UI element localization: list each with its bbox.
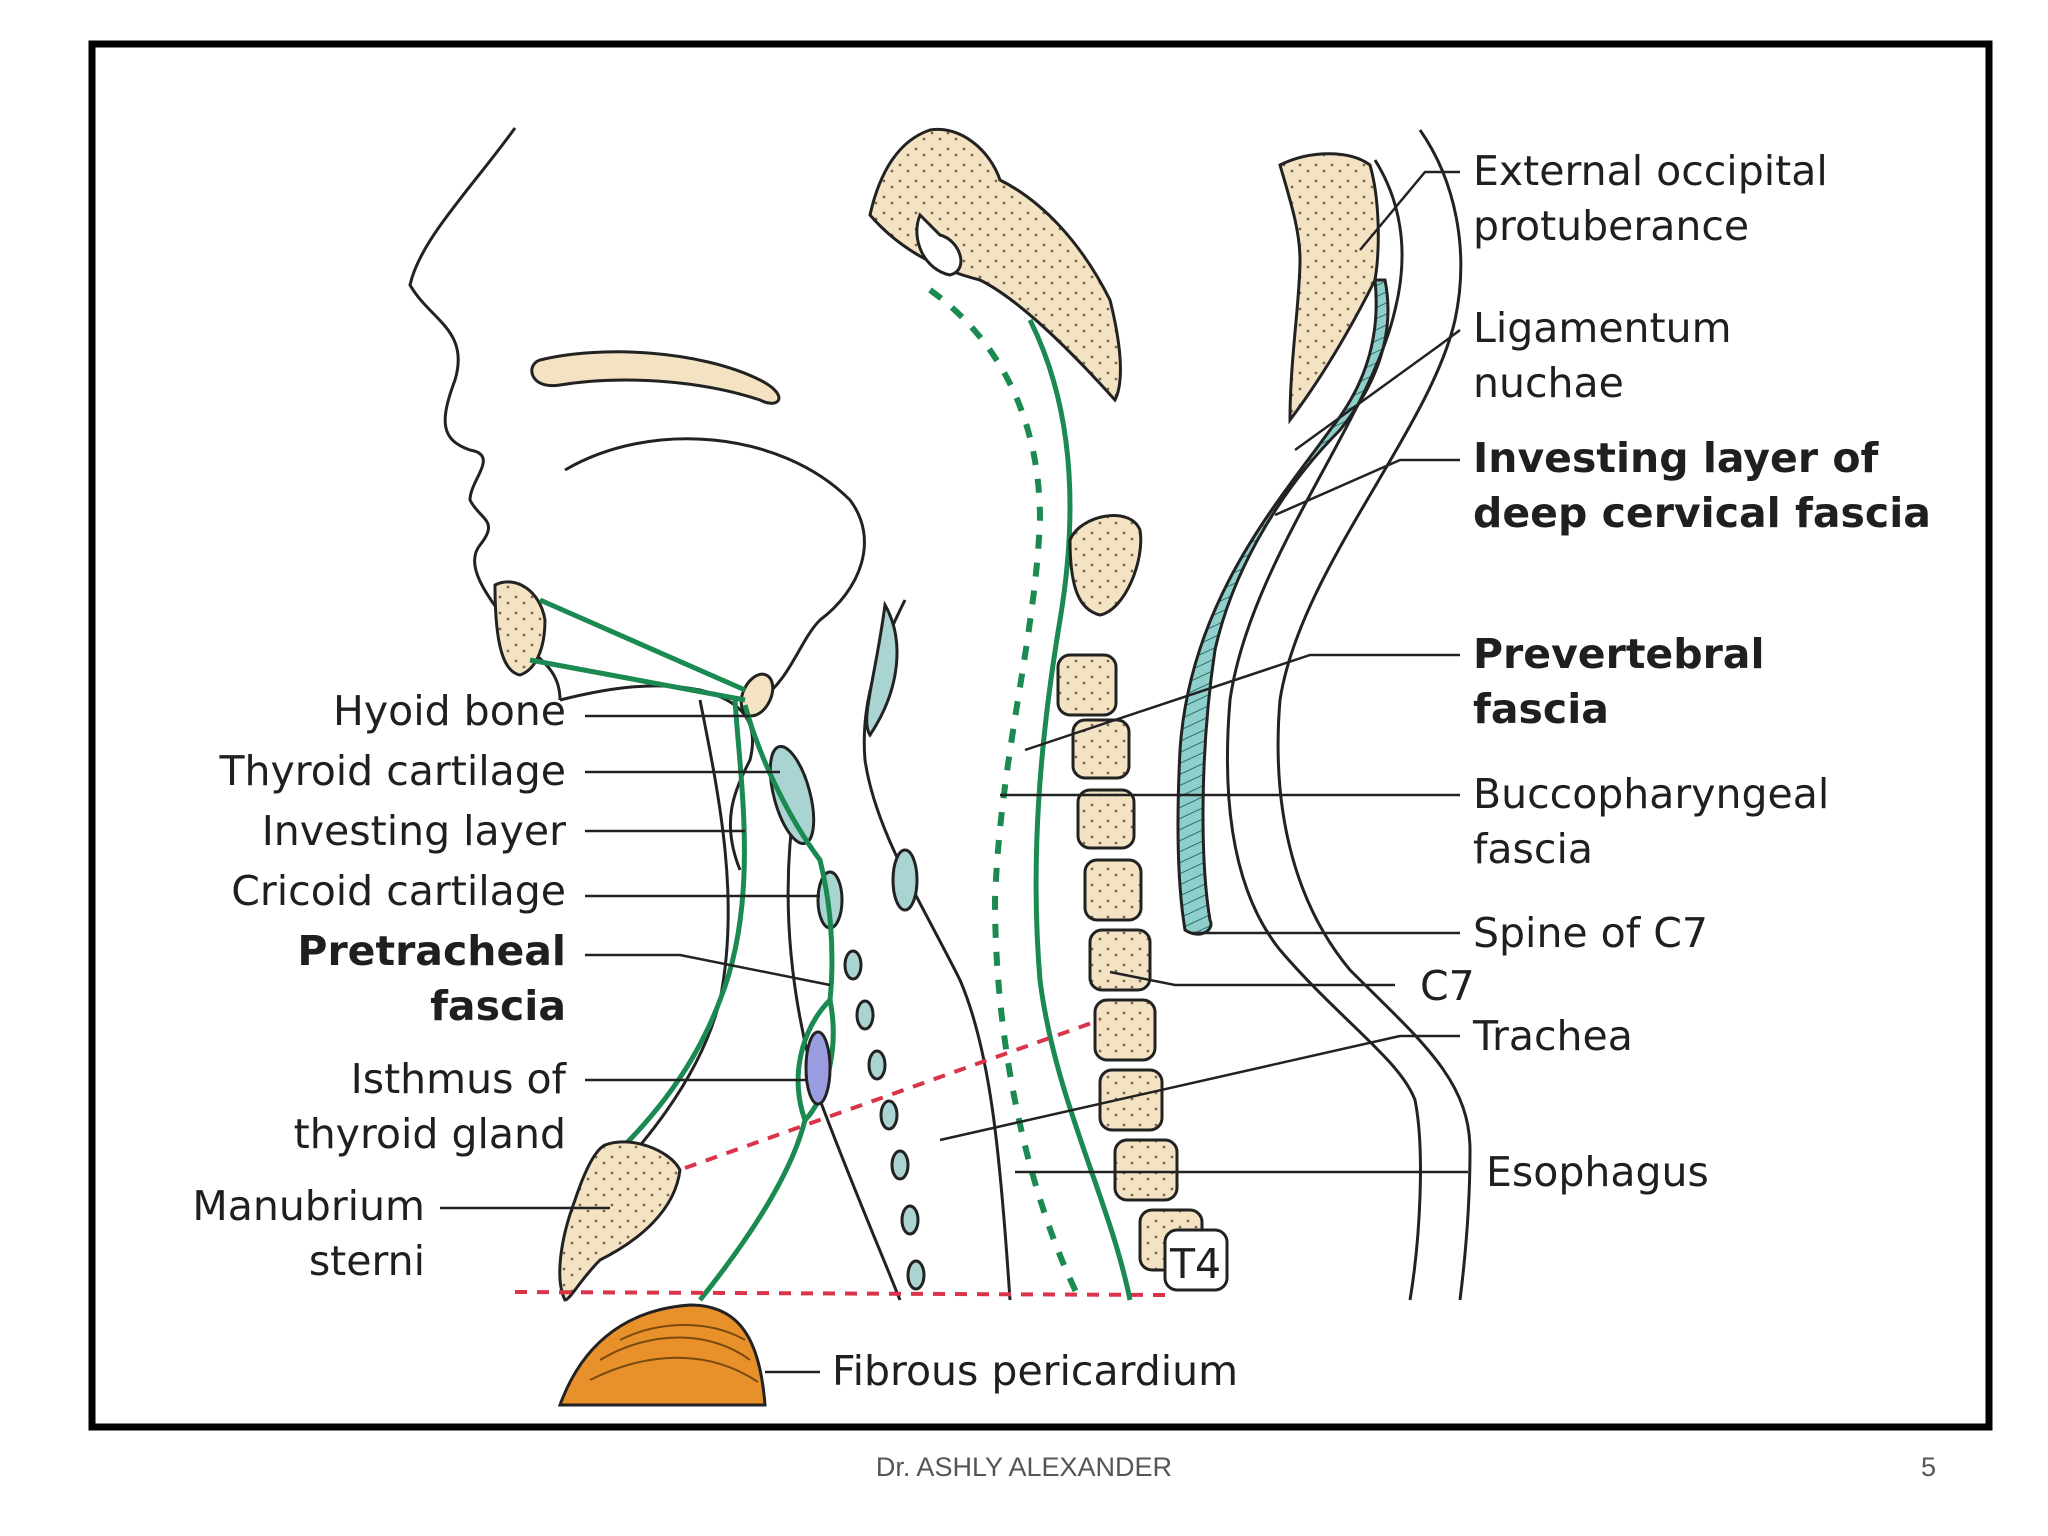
label-manubrium-2: sterni	[309, 1237, 425, 1285]
epiglottis	[865, 600, 899, 738]
posterior-cartilage-shape	[891, 848, 919, 912]
vertebra-c4	[1076, 788, 1136, 850]
cervical-vertebrae	[1056, 514, 1229, 1292]
palate	[530, 350, 781, 405]
prevertebral-fascia-line	[1027, 318, 1133, 1301]
label-prevertebral-1: Prevertebral	[1473, 630, 1765, 678]
tracheal-rings	[843, 949, 926, 1291]
vertebra-c7	[1093, 998, 1157, 1062]
slide-page-number: 5	[1920, 1452, 1936, 1482]
vertebra-c3	[1071, 718, 1131, 780]
thoracic-inlet-upper	[684, 1018, 1101, 1170]
label-prevertebral-2: fascia	[1473, 685, 1609, 733]
left-leader-lines	[440, 714, 831, 1374]
label-manubrium-1: Manubrium	[192, 1182, 425, 1230]
jaw-outline	[559, 684, 755, 871]
vertebra-c5	[1083, 858, 1143, 922]
label-spine-c7: Spine of C7	[1473, 909, 1708, 957]
investing-layer-line	[608, 699, 747, 1162]
label-isthmus-2: thyroid gland	[294, 1110, 566, 1158]
label-ext-occipital-1: External occipital	[1473, 147, 1828, 195]
occipital-protuberance-bone	[1278, 152, 1380, 425]
investing-layer-line-2	[742, 704, 835, 1001]
manubrium-bone	[558, 1140, 682, 1302]
label-buccopharyngeal-2: fascia	[1473, 825, 1593, 873]
back-neck-outline-1	[1225, 159, 1422, 1301]
occipital-notch	[915, 212, 963, 277]
label-investing-deep-2: deep cervical fascia	[1473, 489, 1931, 537]
label-trachea: Trachea	[1472, 1012, 1633, 1060]
label-thyroid-cartilage: Thyroid cartilage	[218, 747, 566, 795]
footer-author: Dr. ASHLY ALEXANDER	[875, 1452, 1173, 1482]
ligamentum-nuchae-band	[1176, 278, 1390, 936]
thyroid-cartilage-shape	[768, 744, 816, 846]
label-cricoid-cartilage: Cricoid cartilage	[231, 867, 566, 915]
label-pretracheal-fascia-2: fascia	[430, 982, 566, 1030]
label-ligamentum-2: nuchae	[1473, 359, 1624, 407]
label-investing-deep-1: Investing layer of	[1473, 434, 1879, 482]
suprahyoid-fascia-2	[529, 657, 746, 703]
vertebra-c6	[1088, 928, 1152, 992]
occipital-bone	[868, 127, 1122, 403]
suprahyoid-fascia-1	[538, 597, 747, 693]
vertebra-t1	[1098, 1068, 1164, 1132]
label-esophagus: Esophagus	[1486, 1148, 1709, 1196]
pericardium-stripes	[589, 1324, 759, 1383]
back-neck-outline-2	[1276, 129, 1472, 1301]
label-t4: T4	[1169, 1240, 1221, 1288]
vertebra-c2	[1056, 653, 1118, 717]
label-fibrous-pericardium: Fibrous pericardium	[832, 1347, 1238, 1395]
vertebra-t2	[1113, 1138, 1179, 1202]
tongue-outline	[564, 437, 866, 702]
label-investing-layer: Investing layer	[262, 807, 566, 855]
label-isthmus-1: Isthmus of	[351, 1055, 568, 1103]
pretracheal-fascia-line	[698, 1119, 808, 1302]
buccopharyngeal-fascia-line	[928, 287, 1083, 1302]
thyroid-isthmus-shape	[804, 1030, 832, 1106]
label-pretracheal-fascia-1: Pretracheal	[297, 927, 566, 975]
fibrous-pericardium-shape	[557, 1303, 767, 1407]
label-ext-occipital-2: protuberance	[1473, 202, 1749, 250]
right-leader-lines	[939, 170, 1468, 1174]
label-ligamentum-1: Ligamentum	[1473, 304, 1732, 352]
label-hyoid-bone: Hyoid bone	[333, 687, 566, 735]
vertebra-c1	[1068, 514, 1143, 617]
vertebra-t4	[1163, 1228, 1229, 1292]
label-c7: C7	[1420, 962, 1475, 1010]
label-buccopharyngeal-1: Buccopharyngeal	[1473, 770, 1829, 818]
